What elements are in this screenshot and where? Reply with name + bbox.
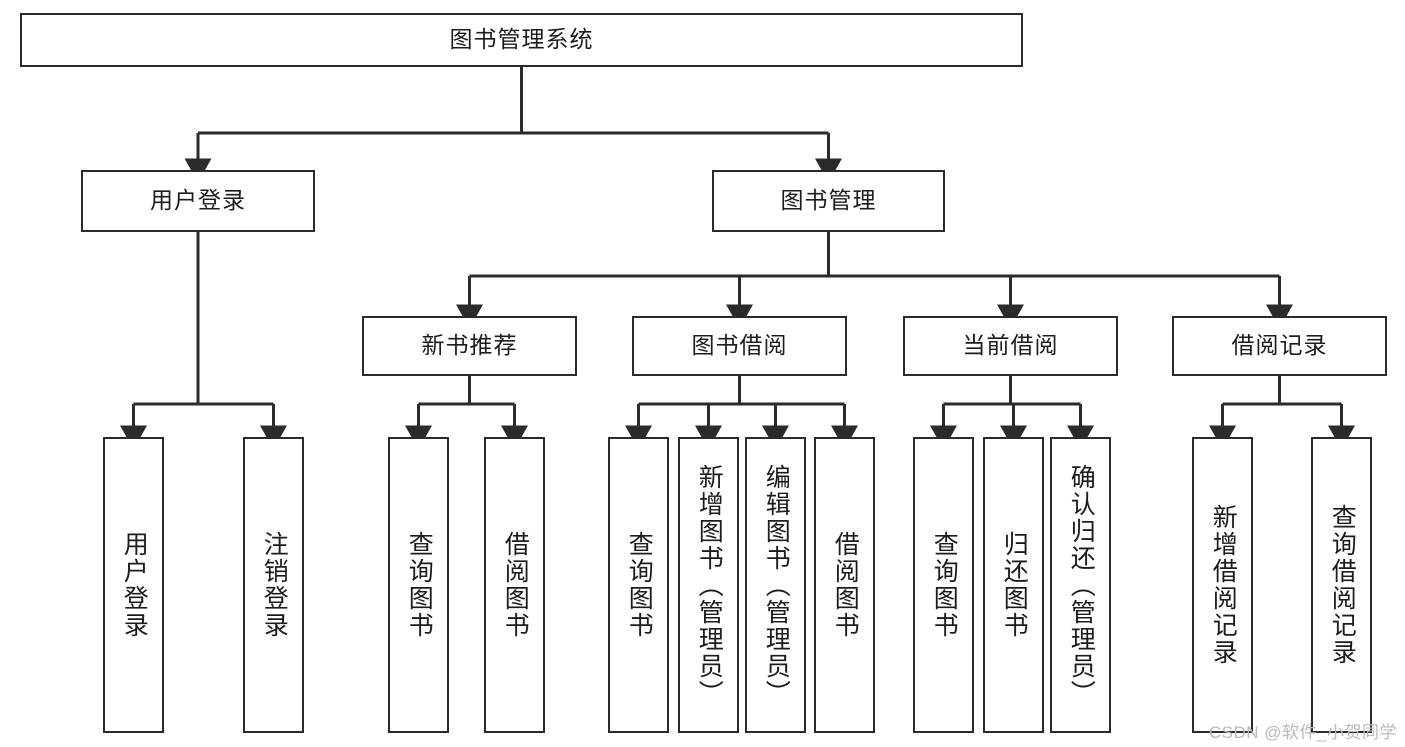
leaf-leaf-add-borrow-record[interactable]: 新增借阅记录 — [1192, 437, 1253, 733]
leaf-leaf-query-borrow-record[interactable]: 查询借阅记录 — [1311, 437, 1372, 733]
leaf-leaf-query-book-3[interactable]: 查询图书 — [913, 437, 974, 733]
node-borrow-record[interactable]: 借阅记录 — [1172, 316, 1387, 376]
node-book-manage[interactable]: 图书管理 — [712, 170, 945, 232]
node-label: 新增借阅记录 — [1209, 504, 1238, 666]
leaf-leaf-query-book-1[interactable]: 查询图书 — [388, 437, 449, 733]
watermark-csdn: CSDN @软件_小贺同学 — [1208, 723, 1397, 742]
node-label: 新增图书（管理员） — [695, 463, 724, 707]
node-label: 归还图书 — [1000, 531, 1029, 639]
node-label: 借阅图书 — [501, 531, 530, 639]
node-label: 编辑图书（管理员） — [762, 463, 791, 707]
leaf-leaf-add-book[interactable]: 新增图书（管理员） — [678, 437, 739, 733]
node-label: 查询图书 — [930, 531, 959, 639]
node-book-borrow[interactable]: 图书借阅 — [632, 316, 847, 376]
node-label: 确认归还（管理员） — [1067, 463, 1096, 707]
leaf-leaf-return-book[interactable]: 归还图书 — [983, 437, 1044, 733]
node-label: 查询图书 — [405, 531, 434, 639]
node-label: 当前借阅 — [962, 332, 1059, 359]
node-label: 借阅图书 — [831, 531, 860, 639]
leaf-leaf-borrow-book-2[interactable]: 借阅图书 — [814, 437, 875, 733]
node-label: 查询图书 — [625, 531, 654, 639]
leaf-leaf-user-login[interactable]: 用户登录 — [103, 437, 164, 733]
leaf-leaf-confirm-return[interactable]: 确认归还（管理员） — [1050, 437, 1111, 733]
node-label: 图书管理 — [780, 187, 877, 214]
node-current-borrow[interactable]: 当前借阅 — [903, 316, 1118, 376]
leaf-leaf-user-logout[interactable]: 注销登录 — [243, 437, 304, 733]
node-label: 用户登录 — [150, 187, 246, 214]
node-root[interactable]: 图书管理系统 — [20, 13, 1023, 67]
node-label: 用户登录 — [120, 531, 149, 639]
node-user-login[interactable]: 用户登录 — [81, 170, 315, 232]
node-label: 新书推荐 — [421, 332, 518, 359]
leaf-leaf-query-book-2[interactable]: 查询图书 — [608, 437, 669, 733]
node-label: 注销登录 — [260, 531, 289, 639]
leaf-leaf-edit-book[interactable]: 编辑图书（管理员） — [745, 437, 806, 733]
node-label: 查询借阅记录 — [1328, 504, 1357, 666]
node-label: 图书借阅 — [691, 332, 788, 359]
node-label: 借阅记录 — [1231, 332, 1328, 359]
leaf-leaf-borrow-book-1[interactable]: 借阅图书 — [484, 437, 545, 733]
node-label: 图书管理系统 — [449, 26, 594, 53]
node-new-book-recommend[interactable]: 新书推荐 — [362, 316, 577, 376]
